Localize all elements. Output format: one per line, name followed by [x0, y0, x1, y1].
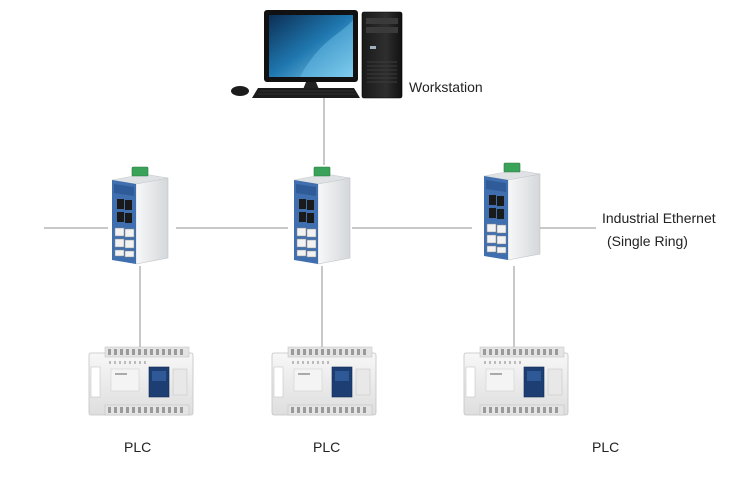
ethernet-switch-3 [483, 162, 541, 261]
keyboard [252, 88, 360, 98]
plc-label-2: PLC [313, 439, 341, 455]
plc-label-1: PLC [124, 439, 152, 455]
plc-label-3: PLC [592, 439, 620, 455]
mouse [231, 86, 249, 96]
ethernet-switch-1 [111, 166, 169, 265]
ethernet-switch-2 [293, 166, 351, 265]
network-label-line2: (Single Ring) [607, 233, 688, 249]
plc-device-1 [88, 346, 194, 416]
workstation-computer [231, 10, 403, 99]
plc-device-2 [271, 346, 377, 416]
workstation-label: Workstation [409, 79, 483, 95]
pc-tower [361, 11, 403, 99]
network-label-line1: Industrial Ethernet [602, 210, 716, 226]
plc-device-3 [463, 346, 569, 416]
